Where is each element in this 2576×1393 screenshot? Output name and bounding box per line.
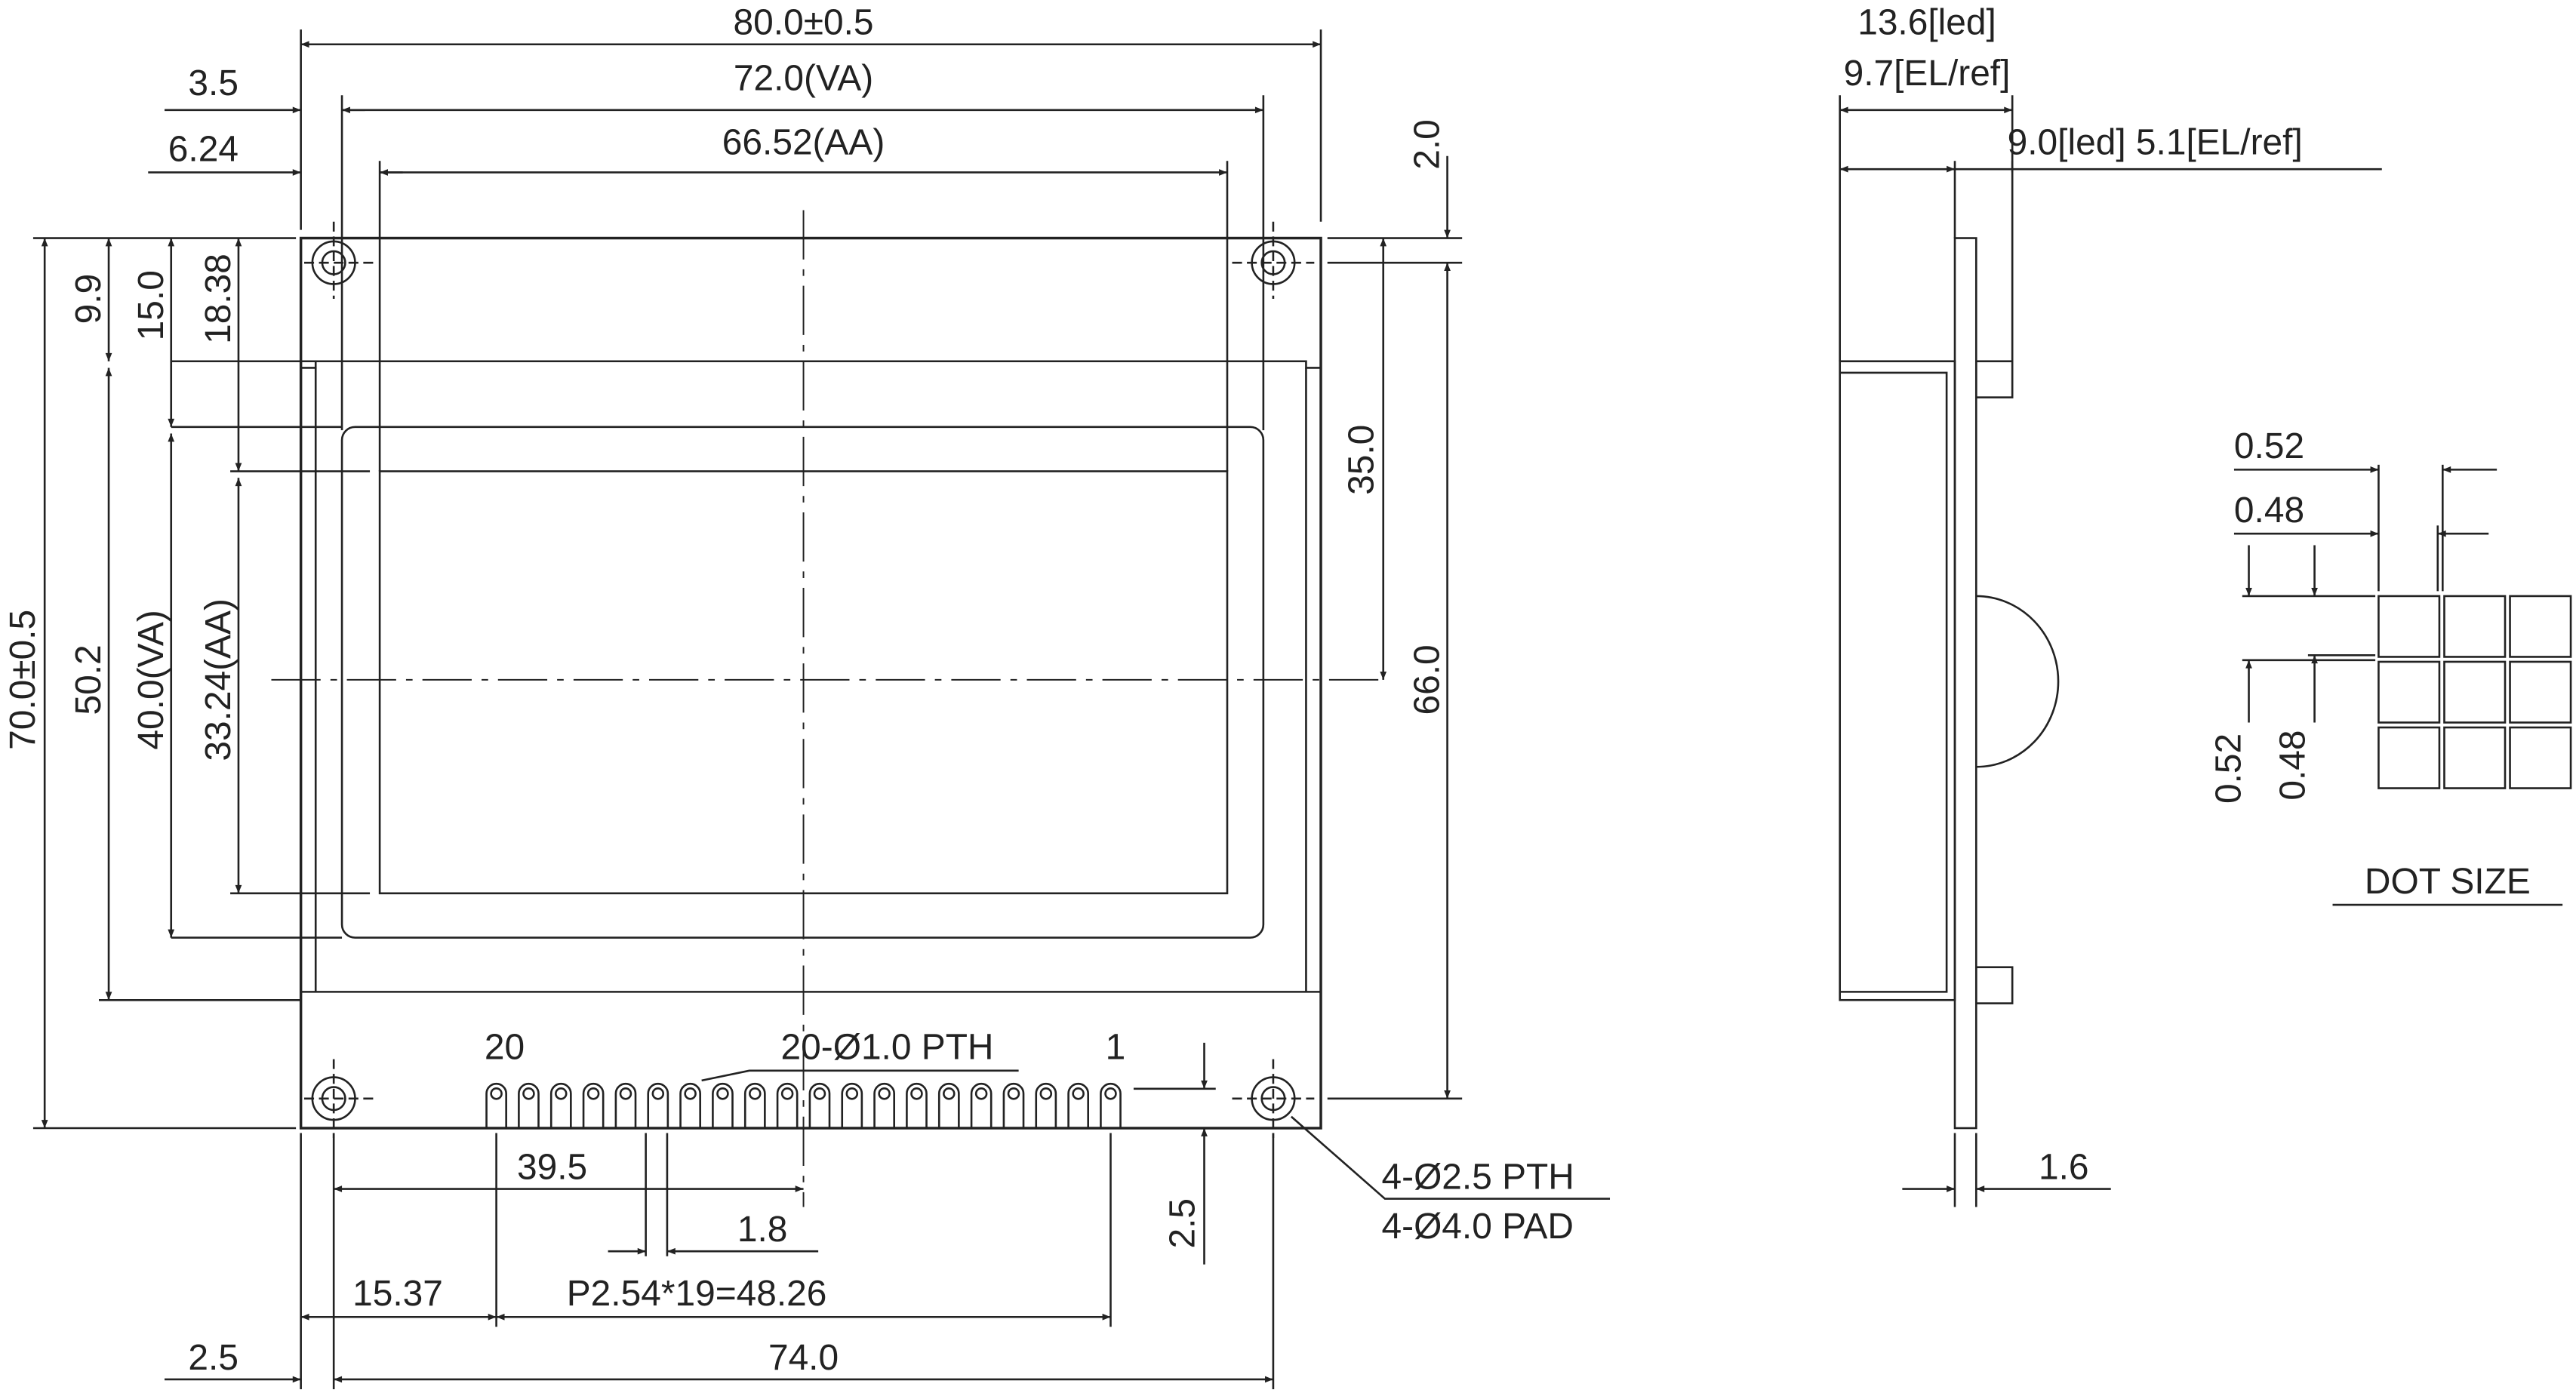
pin-pad: [1100, 1082, 1122, 1128]
pitch-label: P2.54*19=48.26: [567, 1274, 827, 1314]
pin-pad: [906, 1082, 928, 1128]
dot-cell: [2443, 595, 2507, 658]
front-view: [32, 29, 1611, 1389]
dim-top-margin: 2.0: [1408, 119, 1448, 170]
pin-pad: [679, 1082, 701, 1128]
pin-pad: [776, 1082, 799, 1128]
dim-18-38: 18.38: [199, 254, 239, 344]
dot-cell: [2509, 726, 2572, 789]
pin-pad: [970, 1082, 993, 1128]
pth-label: 20-Ø1.0 PTH: [781, 1028, 994, 1068]
pin-header: [485, 1082, 1122, 1128]
dot-cell: [2443, 660, 2507, 724]
dim-15-0: 15.0: [131, 270, 171, 340]
mounting-hole-bl: [304, 1059, 375, 1139]
dim-2-5-bottom: 2.5: [188, 1338, 239, 1378]
side-led-thickness: 13.6[led]: [1857, 3, 1996, 43]
dim-va-width: 72.0(VA): [734, 59, 873, 99]
dim-50-2: 50.2: [69, 644, 109, 715]
side-body-thickness: 9.0[led] 5.1[EL/ref]: [2008, 123, 2303, 163]
dot-cell: [2377, 726, 2441, 789]
dot-cell: [2509, 595, 2572, 658]
pin-pad: [1002, 1082, 1025, 1128]
pin-1-label: 1: [1106, 1028, 1126, 1068]
side-pcb-thickness: 1.6: [2039, 1147, 2089, 1187]
pin-pad: [614, 1082, 637, 1128]
pin-pad: [712, 1082, 734, 1128]
dim-1-8: 1.8: [737, 1210, 788, 1250]
dim-va-height: 40.0(VA): [131, 610, 171, 749]
dot-pitch-h: 0.52: [2234, 426, 2304, 466]
pin-pad: [873, 1082, 895, 1128]
dot-cell: [2377, 595, 2441, 658]
pin-pad: [808, 1082, 831, 1128]
pin-pad: [647, 1082, 669, 1128]
dim-74-0: 74.0: [768, 1338, 839, 1378]
pin-pad: [1067, 1082, 1090, 1128]
bezel-outline: [300, 360, 1322, 992]
viewing-area: [340, 426, 1265, 939]
pin-pad: [1035, 1082, 1057, 1128]
dot-size-title: DOT SIZE: [2365, 862, 2531, 902]
pin-20-label: 20: [485, 1028, 525, 1068]
mounting-hole-tl: [304, 221, 375, 300]
dim-offset-aa: 6.24: [168, 129, 239, 169]
pin-pad: [937, 1082, 960, 1128]
side-el-thickness: 9.7[EL/ref]: [1844, 54, 2011, 94]
pcb-outline: [299, 236, 1322, 1130]
dot-cell: [2509, 660, 2572, 724]
dot-cell: [2377, 660, 2441, 724]
dot-size-h: 0.48: [2234, 490, 2304, 530]
pin-pad: [485, 1082, 507, 1128]
pin-pad: [841, 1082, 863, 1128]
dim-aa-height: 33.24(AA): [199, 598, 239, 761]
dim-overall-height: 70.0±0.5: [3, 610, 43, 750]
mounting-hole-tr: [1232, 221, 1315, 300]
dot-pitch-v: 0.52: [2209, 733, 2249, 804]
side-pcb: [1953, 237, 1977, 1130]
pin-pad: [743, 1082, 766, 1128]
dot-size-v: 0.48: [2273, 730, 2313, 800]
pin-pad: [549, 1082, 572, 1128]
dim-39-5: 39.5: [517, 1147, 587, 1187]
dim-15-37: 15.37: [352, 1274, 443, 1314]
dim-aa-width: 66.52(AA): [722, 123, 885, 163]
dot-cell: [2443, 726, 2507, 789]
dim-35-0: 35.0: [1342, 425, 1382, 495]
dim-2-5-vertical: 2.5: [1162, 1198, 1202, 1249]
pin-pad: [582, 1082, 605, 1128]
dim-66-0: 66.0: [1408, 644, 1448, 715]
pin-pad: [518, 1082, 540, 1128]
mounting-hole-br: [1232, 1059, 1315, 1139]
dot-size-detail: [2233, 464, 2572, 906]
dim-offset-va: 3.5: [188, 63, 239, 103]
dim-9-9: 9.9: [69, 274, 109, 324]
side-view: [1839, 95, 2382, 1207]
mount-pad-label: 4-Ø4.0 PAD: [1382, 1207, 1574, 1247]
mount-pth-label: 4-Ø2.5 PTH: [1382, 1158, 1574, 1198]
dim-overall-width: 80.0±0.5: [734, 3, 874, 43]
